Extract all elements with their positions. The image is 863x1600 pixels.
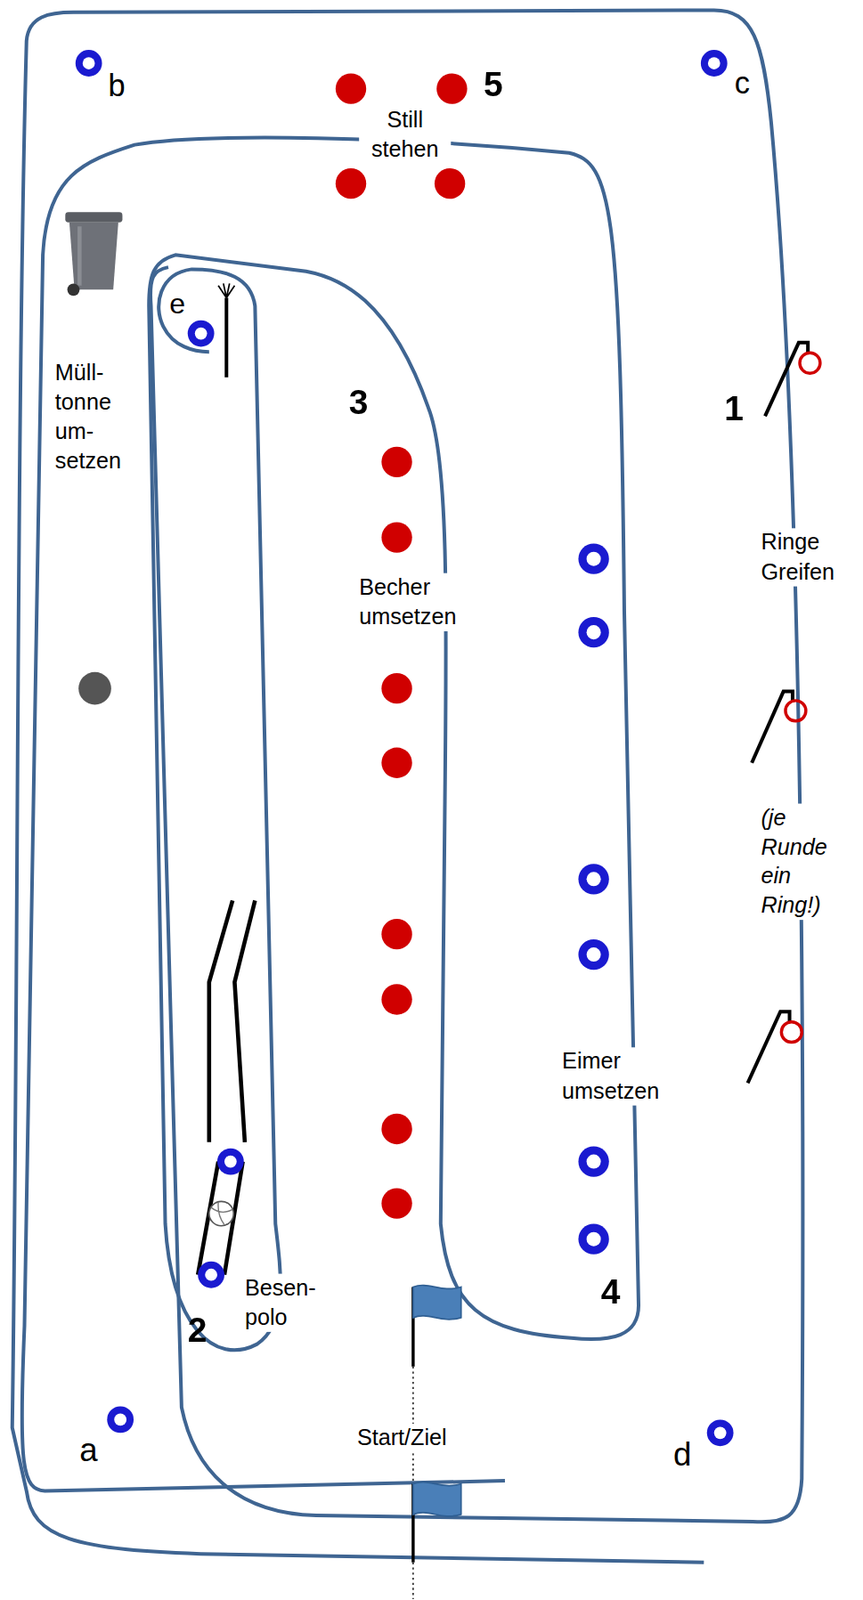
polo-lane <box>197 900 255 1275</box>
red-dot <box>381 1114 412 1145</box>
corner-letter: b <box>105 65 128 106</box>
trash-bin <box>65 211 123 296</box>
ring-marker <box>578 1146 609 1177</box>
route-lines <box>12 9 804 1563</box>
red-dot <box>335 168 367 199</box>
ring-marker <box>707 1419 734 1447</box>
station-label: Müll- tonne um- setzen <box>53 358 133 476</box>
corner-letter: d <box>671 1433 694 1477</box>
red-ring <box>785 700 807 722</box>
red-ring <box>799 352 821 374</box>
finish-line <box>412 1563 414 1600</box>
cup-dots <box>381 447 412 1220</box>
ball-seams <box>211 1202 233 1225</box>
red-dot <box>436 73 467 104</box>
station-label: Eimer umsetzen <box>560 1047 692 1107</box>
ring-hole <box>586 1232 602 1247</box>
volleyball <box>209 1201 234 1226</box>
broom-station <box>218 283 235 377</box>
middle-route <box>22 138 639 1492</box>
ring-hole <box>195 327 208 341</box>
grey-target <box>78 672 112 706</box>
bin-wheel <box>67 283 81 296</box>
bin-body <box>69 222 119 291</box>
red-dot <box>381 447 412 478</box>
ring-hole <box>224 1156 237 1169</box>
ring-marker <box>578 543 609 574</box>
ring-marker <box>75 49 103 77</box>
goal-frame <box>197 1162 243 1276</box>
ring-hole <box>586 871 602 887</box>
red-dot <box>381 748 412 779</box>
station-label: Besen- polo <box>243 1274 323 1334</box>
red-dot <box>381 673 412 704</box>
stand-still-dots <box>335 73 468 199</box>
ring-hole <box>586 947 602 962</box>
ring-marker <box>578 939 609 970</box>
outer-route <box>12 9 804 1563</box>
red-dot <box>381 919 412 950</box>
station-label: Ringe Greifen <box>758 528 857 587</box>
red-ring <box>781 1022 802 1043</box>
station-label: Still stehen <box>358 105 451 165</box>
ring-stands <box>748 342 821 1084</box>
ring-hole <box>714 1426 727 1440</box>
broom-stick <box>224 297 228 377</box>
polo-goal <box>197 1148 245 1289</box>
callout-number: 5 <box>481 61 505 107</box>
ring-hole <box>82 56 96 70</box>
ring-marker <box>106 1406 134 1433</box>
ring-marker <box>197 1261 225 1289</box>
bucket-markers <box>578 543 609 1254</box>
ring-marker <box>700 49 728 77</box>
ring-marker <box>578 617 609 648</box>
lane-line <box>209 900 233 1142</box>
ring-stand <box>765 342 808 416</box>
station-label: Becher umsetzen <box>357 573 500 633</box>
ring-hole <box>708 56 721 70</box>
ring-hole <box>586 625 602 640</box>
red-dot <box>381 984 412 1015</box>
corner-letter: e <box>167 285 188 324</box>
callout-number: 3 <box>346 379 370 425</box>
callout-number: 4 <box>598 1269 622 1315</box>
flag <box>413 1482 462 1517</box>
ring-marker <box>217 1148 245 1176</box>
ring-hole <box>586 1155 602 1170</box>
ring-marker <box>187 320 215 348</box>
ring-marker <box>578 1223 609 1254</box>
red-dot <box>335 73 367 104</box>
broom-head <box>218 283 235 298</box>
ring-hole <box>586 552 602 567</box>
corner-letter: a <box>77 1430 100 1474</box>
ring-stand <box>748 1011 790 1083</box>
ring-hole <box>204 1269 218 1282</box>
station-note: (je Runde ein Ring!) <box>758 804 849 921</box>
ring-marker <box>578 863 609 895</box>
start-label: Start/Ziel <box>355 1424 449 1454</box>
corner-letter: c <box>732 63 752 104</box>
ring-stand <box>751 692 793 764</box>
ring-hole <box>113 1414 127 1427</box>
lane-line <box>234 900 255 1142</box>
red-dot <box>434 168 465 199</box>
red-dot <box>381 521 412 553</box>
callout-number: 2 <box>185 1307 209 1353</box>
red-dot <box>381 1188 412 1219</box>
callout-number: 1 <box>722 385 746 432</box>
corner-markers <box>75 49 734 1447</box>
flag <box>413 1285 462 1319</box>
bin-rib <box>77 226 82 285</box>
bin-lid <box>65 211 123 222</box>
